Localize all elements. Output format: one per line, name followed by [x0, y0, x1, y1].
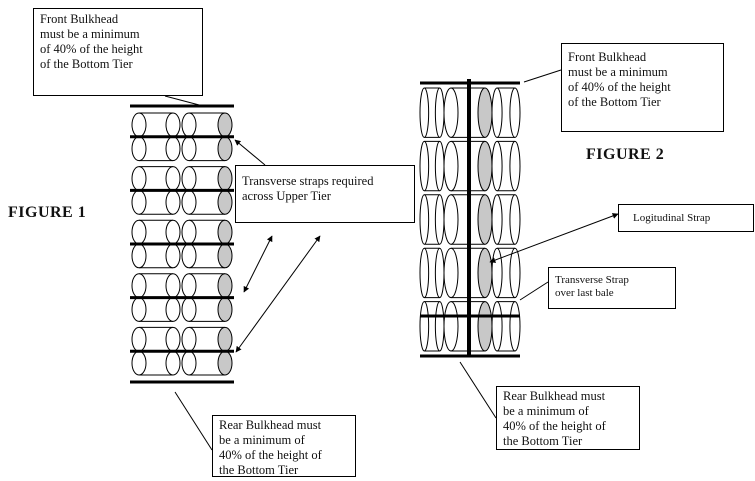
bale: [131, 297, 181, 322]
figure-1-label: FIGURE 1: [8, 204, 87, 221]
bale: [131, 350, 181, 376]
fig2-front-bulkhead-callout: Front Bulkhead must be a minimum of 40% …: [561, 43, 724, 132]
bale: [181, 219, 233, 245]
fig1-rear-bulkhead-callout: Rear Bulkhead must be a minimum of 40% o…: [212, 415, 356, 477]
figure-2-trailer: [419, 79, 521, 358]
fig2-longitudinal-arrow: [489, 213, 619, 263]
fig1-transverse-straps-callout: Transverse straps required across Upper …: [235, 165, 415, 223]
bale: [181, 273, 233, 299]
bale: [419, 301, 445, 352]
bale: [491, 87, 521, 138]
fig2-rear-leader: [459, 361, 497, 419]
bale: [491, 140, 521, 192]
fig1-strap-arrow-3: [235, 235, 321, 353]
bale: [181, 326, 233, 352]
fig1-strap-arrow-1: [234, 139, 266, 166]
bale: [131, 219, 181, 245]
fig1-front-leader: [164, 95, 204, 107]
bale: [419, 140, 445, 192]
figure-1-trailer: [130, 104, 234, 384]
fig2-rear-bulkhead-callout: Rear Bulkhead must be a minimum of 40% o…: [496, 386, 640, 450]
bale: [443, 301, 493, 352]
fig1-strap-arrow-2: [243, 235, 273, 293]
callout-leader-lines: [164, 69, 619, 451]
bale: [181, 189, 233, 215]
bale: [131, 326, 181, 352]
bale: [419, 87, 445, 138]
fig2-longitudinal-strap-callout: Logitudinal Strap: [618, 204, 754, 232]
bale: [443, 247, 493, 299]
bale: [131, 166, 181, 191]
bale: [181, 166, 233, 191]
bale: [131, 273, 181, 299]
fig2-front-leader: [523, 69, 562, 83]
fig1-rear-leader: [174, 391, 213, 451]
bale: [419, 247, 445, 299]
fig2-transverse-strap-callout: Transverse Strap over last bale: [548, 267, 676, 309]
bale: [131, 189, 181, 215]
bale: [131, 136, 181, 162]
bale: [443, 140, 493, 192]
bale: [491, 301, 521, 352]
fig1-front-bulkhead-callout: Front Bulkhead must be a minimum of 40% …: [33, 8, 203, 96]
bale: [181, 112, 233, 138]
bale: [131, 243, 181, 269]
bale: [181, 350, 233, 376]
bale: [131, 112, 181, 138]
bale: [181, 136, 233, 162]
bale: [491, 194, 521, 245]
fig2-transverse-leader: [519, 281, 549, 301]
figure-2-label: FIGURE 2: [586, 146, 665, 163]
bale: [181, 297, 233, 322]
bale: [419, 194, 445, 245]
bale: [181, 243, 233, 269]
